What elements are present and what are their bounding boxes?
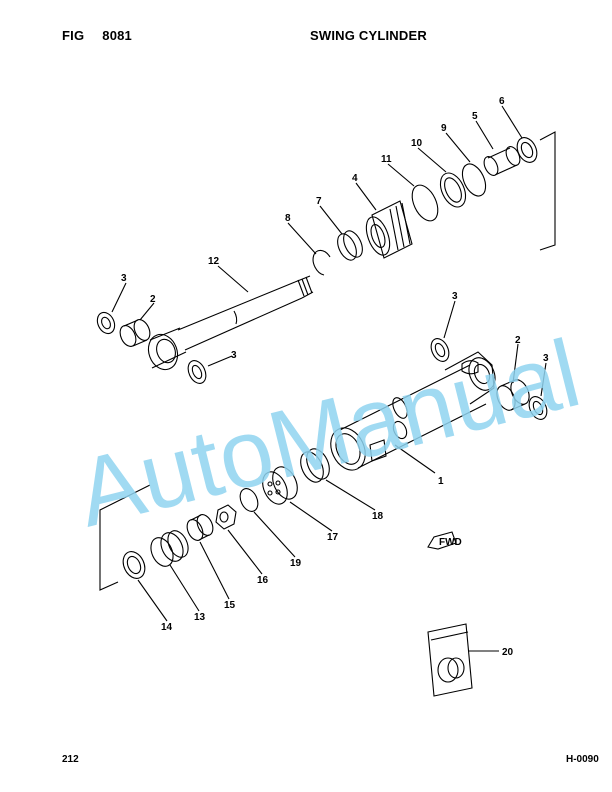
- part-15-bushing: [186, 514, 214, 541]
- callout-10: 10: [411, 138, 423, 149]
- part-3-bearing-b: [187, 360, 207, 384]
- fwd-arrow: [427, 531, 457, 550]
- part-19-oring: [239, 488, 259, 512]
- part-2-bushing-a: [119, 319, 151, 347]
- callout-3-c: 3: [452, 291, 458, 302]
- part-10-washer: [439, 172, 467, 208]
- part-1-barrel: [330, 351, 496, 471]
- part-13-piston: [150, 530, 189, 567]
- callout-20: 20: [502, 647, 514, 658]
- callout-8: 8: [285, 213, 291, 224]
- part-17-piston: [262, 466, 298, 505]
- part-14-washer: [122, 551, 146, 579]
- part-3-bearing-c: [430, 338, 450, 362]
- callout-9: 9: [441, 123, 447, 134]
- figure-label: FIG 8081: [62, 28, 132, 43]
- part-5-bushing: [483, 146, 521, 176]
- part-3-bearing-a: [96, 311, 116, 335]
- callout-12: 12: [208, 256, 220, 267]
- bracket-upper: [539, 131, 556, 251]
- callout-3-d: 3: [543, 353, 549, 364]
- part-8-snap-ring: [312, 249, 331, 276]
- figure-label-text: FIG: [62, 28, 85, 43]
- part-3-bearing-d: [528, 396, 548, 420]
- callout-labels: 1 2 2 3 3 3 3 4 5 6 7 8 9 10 11 12 13 14…: [121, 96, 549, 658]
- callout-18: 18: [372, 511, 384, 522]
- part-7-bearing: [337, 230, 363, 261]
- part-18-sleeve: [300, 448, 330, 483]
- figure-number: 8081: [102, 28, 132, 43]
- bracket-lower: [99, 484, 151, 591]
- callout-4: 4: [352, 173, 358, 184]
- part-2-bushing-b: [496, 379, 530, 411]
- callout-19: 19: [290, 558, 302, 569]
- callout-14: 14: [161, 622, 173, 633]
- part-16-nut: [215, 504, 237, 530]
- callout-5: 5: [472, 111, 478, 122]
- callout-17: 17: [327, 532, 339, 543]
- page-number: 212: [62, 754, 79, 765]
- callout-7: 7: [316, 196, 322, 207]
- page-title: SWING CYLINDER: [310, 28, 427, 43]
- callout-11: 11: [381, 154, 392, 165]
- callout-6: 6: [499, 96, 505, 107]
- callout-2-left: 2: [150, 294, 156, 305]
- part-20-seal-kit: [427, 623, 473, 697]
- part-6-bearing: [516, 137, 538, 163]
- callout-15: 15: [224, 600, 236, 611]
- callout-13: 13: [194, 612, 206, 623]
- leader-lines: [111, 105, 547, 652]
- callout-1: 1: [438, 476, 444, 487]
- part-9-ring: [461, 163, 487, 197]
- callout-3-b: 3: [231, 350, 237, 361]
- part-12-rod: [147, 275, 314, 371]
- callout-2-right: 2: [515, 335, 521, 346]
- fwd-label: FWD: [439, 537, 462, 548]
- part-4-gland: [365, 200, 413, 259]
- part-11-oring: [411, 184, 439, 222]
- reference-code: H-0090: [566, 754, 599, 765]
- callout-3-a: 3: [121, 273, 127, 284]
- callout-16: 16: [257, 575, 269, 586]
